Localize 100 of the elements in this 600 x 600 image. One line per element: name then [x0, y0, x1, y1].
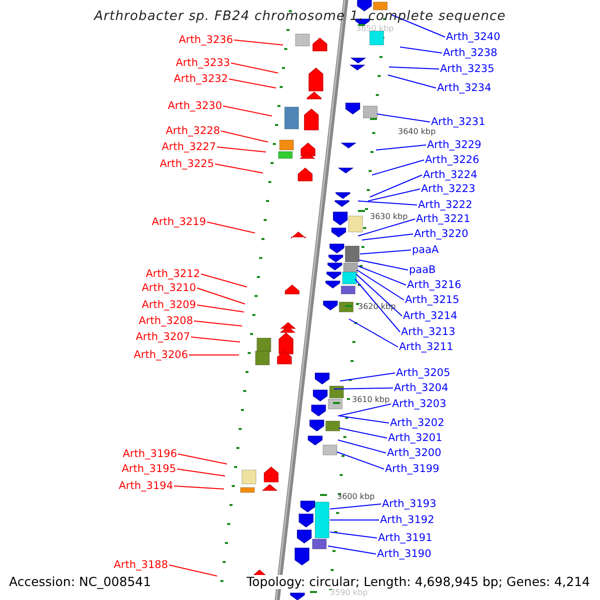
leader-line [388, 74, 436, 88]
scale-label: 3590 kbp [330, 588, 368, 597]
gene-label: Arth_3195 [122, 463, 176, 475]
scale-label: 3600 kbp [337, 492, 375, 501]
scale-label: 3630 kbp [370, 212, 408, 221]
leader-line [358, 260, 408, 270]
gene-label: Arth_3191 [378, 532, 432, 544]
gene-label: Arth_3201 [388, 432, 442, 444]
leader-line [338, 404, 392, 416]
leader-line [330, 532, 378, 538]
gene-label: Arth_3219 [152, 216, 206, 228]
leader-line [368, 188, 420, 202]
leader-line [216, 146, 266, 152]
gene-label: Arth_3204 [394, 382, 448, 394]
leader-line [228, 78, 276, 88]
gene-label: Arth_3236 [178, 34, 233, 46]
leader-line [328, 546, 376, 554]
footer-note: Topology: circular; Length: 4,698,945 bp; Genes: 4,214 [246, 575, 590, 589]
leader-line [190, 336, 240, 342]
leader-line [206, 222, 256, 234]
gene-label: Arth_3196 [122, 448, 177, 460]
gene-label: Arth_3212 [146, 268, 200, 280]
leader-line [400, 46, 442, 54]
gene-label: Arth_3224 [423, 169, 478, 181]
leader-line [358, 218, 416, 236]
leader-line [230, 62, 278, 74]
leader-line [174, 486, 224, 490]
gene-label: Arth_3206 [134, 349, 188, 361]
leader-line [334, 388, 394, 390]
gene-label: Arth_3208 [138, 315, 193, 327]
leader-line [222, 106, 272, 116]
gene-label: paaB [409, 264, 436, 276]
leader-line [200, 274, 248, 288]
gene-label: Arth_3225 [160, 158, 214, 170]
gene-label: Arth_3216 [407, 279, 462, 291]
gene-label: Arth_3229 [427, 139, 482, 151]
gene-label: Arth_3240 [446, 31, 500, 43]
leader-line [234, 40, 284, 46]
gene-label: Arth_3222 [418, 199, 472, 211]
leader-line [356, 274, 402, 316]
leader-line [358, 200, 418, 206]
leader-line [194, 320, 242, 326]
gene-label: Arth_3230 [168, 100, 222, 112]
gene-label: Arth_3234 [437, 82, 492, 94]
leader-line [362, 234, 414, 240]
leader-line [348, 318, 398, 348]
gene-label: Arth_3227 [162, 141, 216, 153]
gene-label: Arth_3214 [403, 310, 458, 322]
leader-line [336, 452, 384, 470]
gene-label: Arth_3226 [425, 154, 480, 166]
gene-label: Arth_3193 [382, 498, 436, 510]
leader-line [392, 14, 446, 38]
gene-label: Arth_3215 [405, 294, 460, 306]
gene-label: Arth_3203 [392, 398, 446, 410]
gene-label: Arth_3233 [176, 57, 230, 69]
scale-label: 3650 kbp [356, 24, 394, 33]
gene-label: Arth_3199 [385, 463, 440, 475]
leader-line [196, 304, 244, 312]
gene-label: Arth_3228 [166, 125, 220, 137]
leader-line [338, 428, 388, 438]
leader-line [338, 440, 386, 454]
gene-label: Arth_3220 [414, 228, 468, 240]
leader-line [188, 354, 240, 356]
leader-line [358, 266, 406, 286]
leader-line [388, 66, 440, 70]
leader-line [168, 564, 218, 576]
gene-label: Arth_3211 [399, 341, 454, 353]
gene-label: Arth_3205 [396, 367, 450, 379]
leader-line [176, 468, 226, 476]
leader-line [360, 250, 412, 254]
leader-line [220, 130, 268, 142]
chart-title: Arthrobacter sp. FB24 chromosome 1, complete sequence [92, 9, 507, 24]
gene-label: Arth_3188 [114, 559, 168, 571]
leader-line [196, 288, 246, 304]
scale-label: 3640 kbp [398, 127, 436, 136]
gene-label: Arth_3194 [118, 480, 173, 492]
leader-line [354, 278, 400, 332]
gene-label: Arth_3192 [380, 514, 434, 526]
leader-line [340, 416, 390, 424]
gene-label: Arth_3200 [387, 447, 442, 459]
gene-label: paaA [412, 244, 439, 256]
gene-label: Arth_3209 [142, 299, 196, 311]
gene-label: Arth_3232 [174, 73, 228, 85]
gene-label: Arth_3210 [142, 282, 196, 294]
leader-line [340, 372, 396, 382]
leader-line [214, 164, 264, 174]
leader-line [376, 144, 426, 150]
gene-label: Arth_3221 [416, 213, 470, 225]
gene-label: Arth_3238 [443, 47, 498, 59]
leader-line [330, 504, 382, 510]
gene-label: Arth_3223 [421, 183, 476, 195]
footer-note: Accession: NC_008541 [9, 575, 152, 589]
gene-label: Arth_3202 [390, 417, 444, 429]
scale-label: 3610 kbp [352, 395, 390, 404]
gene-label: Arth_3213 [401, 326, 456, 338]
leader-line [376, 114, 430, 122]
leader-line [178, 454, 228, 464]
gene-label: Arth_3235 [440, 63, 494, 75]
gene-label: Arth_3231 [431, 116, 486, 128]
leader-line [356, 270, 404, 300]
